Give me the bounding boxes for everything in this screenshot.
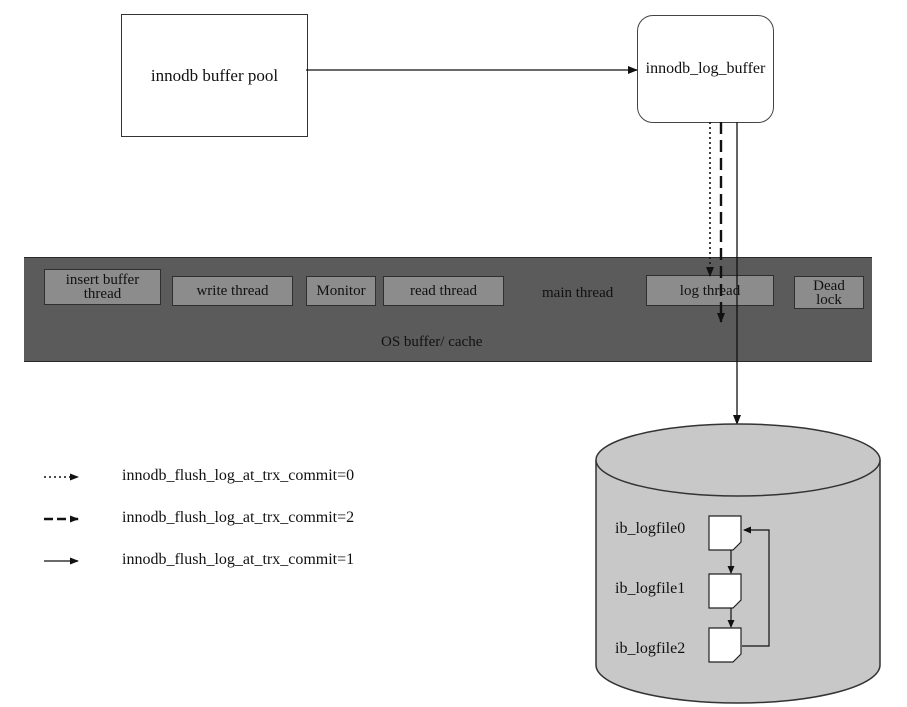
insert-buffer-thread-label: insert buffer thread <box>65 272 140 302</box>
insert-buffer-thread-box: insert buffer thread <box>44 269 161 305</box>
os-buffer-cache-label: OS buffer/ cache <box>381 334 483 350</box>
innodb-log-buffer-label: innodb_log_buffer <box>645 60 766 77</box>
read-thread-label: read thread <box>409 283 478 299</box>
legend-commit0-label: innodb_flush_log_at_trx_commit=0 <box>122 467 355 484</box>
deadlock-label: Dead lock <box>813 277 845 308</box>
file-icon <box>708 515 742 551</box>
file-icon <box>708 573 742 609</box>
monitor-label: Monitor <box>316 283 366 299</box>
log-thread-label: log thread <box>679 282 741 299</box>
logfile-icons <box>708 515 770 663</box>
monitor-box: Monitor <box>306 276 376 306</box>
deadlock-box: Dead lock <box>794 276 864 309</box>
logfile1-label: ib_logfile1 <box>615 580 686 597</box>
log-thread-box: log thread <box>646 275 774 306</box>
innodb-buffer-pool-label: innodb buffer pool <box>150 65 279 85</box>
read-thread-box: read thread <box>383 276 504 306</box>
legend-commit2-label: innodb_flush_log_at_trx_commit=2 <box>122 509 355 526</box>
file-icon <box>708 627 742 663</box>
legend-lines <box>44 473 79 565</box>
logfile0-label: ib_logfile0 <box>615 520 686 537</box>
write-thread-label: write thread <box>196 283 269 299</box>
logfile2-label: ib_logfile2 <box>615 640 686 657</box>
main-thread-label: main thread <box>542 285 614 301</box>
os-buffer-cache-band: insert buffer thread write thread Monito… <box>24 257 872 362</box>
innodb-buffer-pool-box: innodb buffer pool <box>121 14 308 137</box>
legend-commit1-label: innodb_flush_log_at_trx_commit=1 <box>122 551 355 568</box>
write-thread-box: write thread <box>172 276 293 306</box>
